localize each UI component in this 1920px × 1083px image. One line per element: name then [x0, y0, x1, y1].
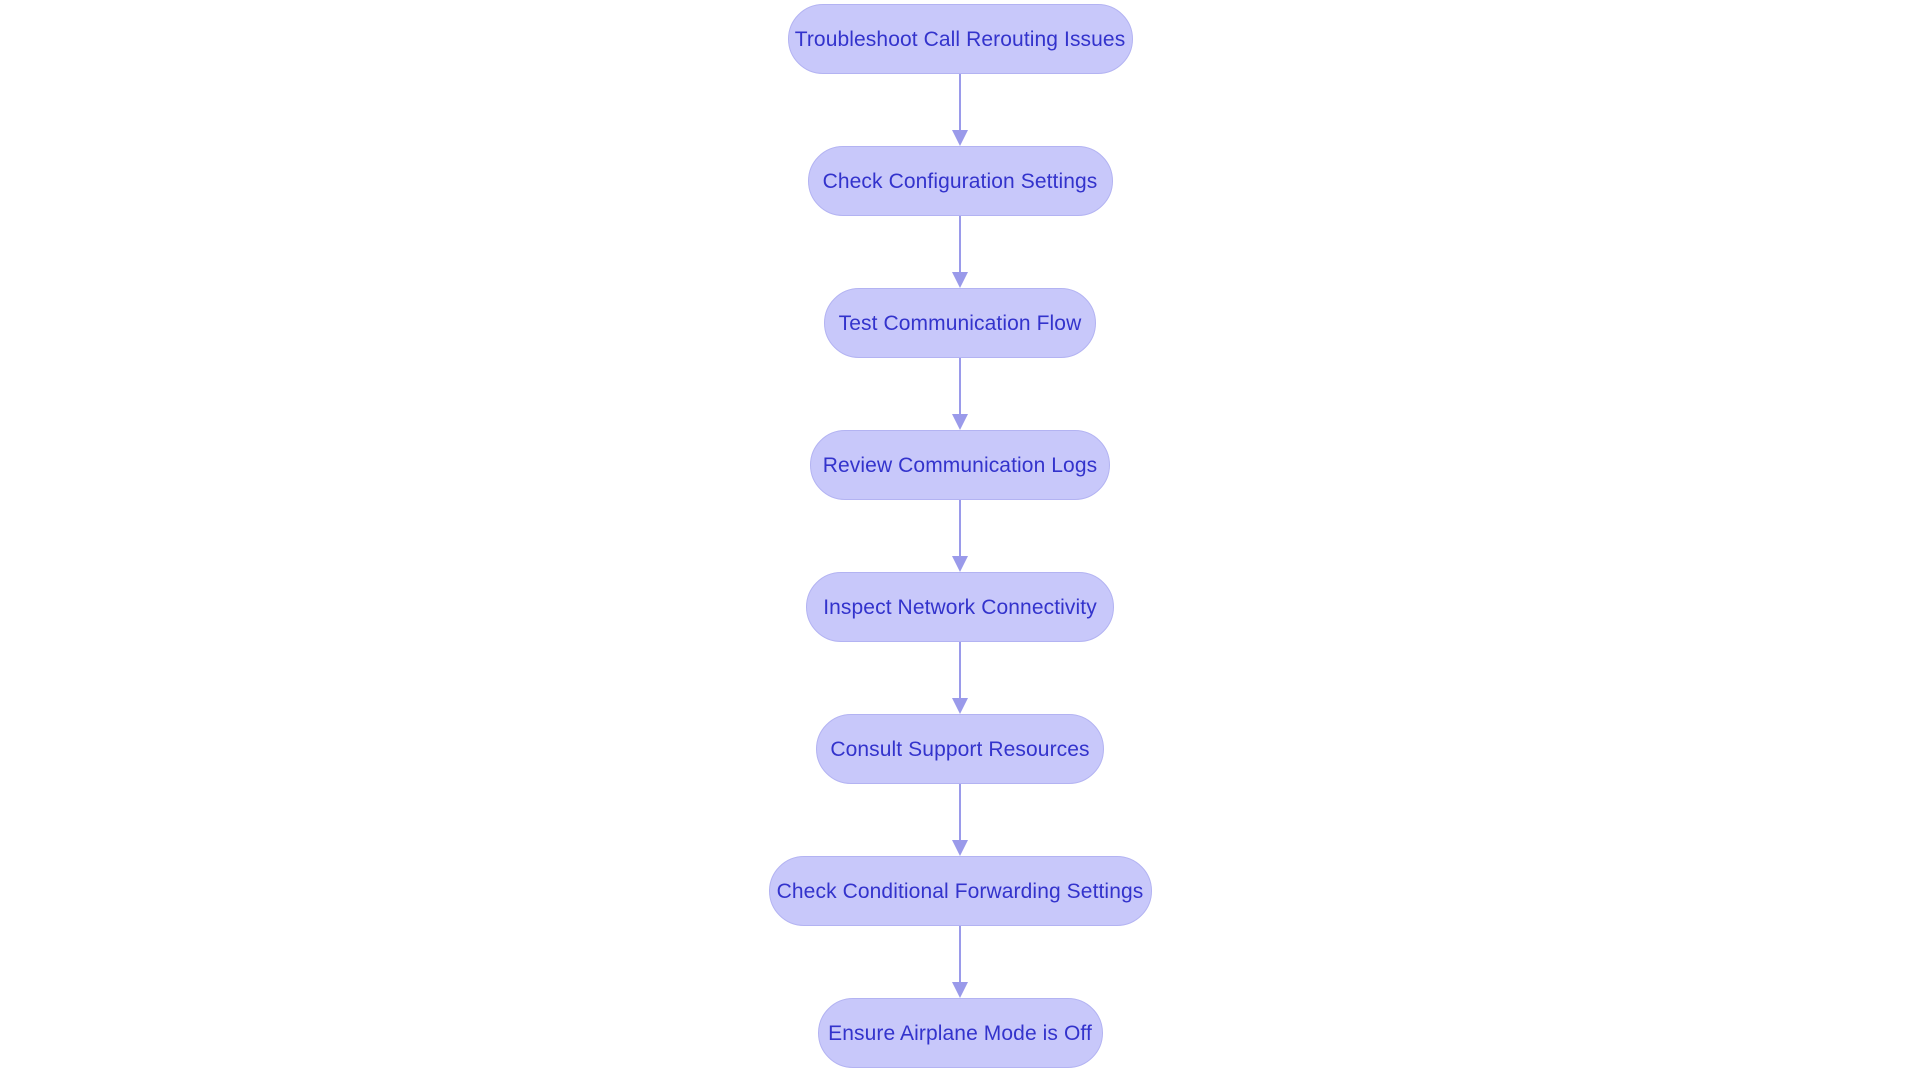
flow-edge-n7-to-n8 [948, 926, 972, 998]
arrow-down-icon [952, 982, 968, 998]
edge-line [959, 74, 961, 134]
flow-node-n2[interactable]: Check Configuration Settings [807, 146, 1113, 216]
flow-node-n3[interactable]: Test Communication Flow [824, 288, 1096, 358]
flow-node-label: Inspect Network Connectivity [823, 595, 1097, 619]
flow-node-label: Review Communication Logs [822, 453, 1098, 477]
arrow-down-icon [952, 840, 968, 856]
flow-node-label: Check Conditional Forwarding Settings [776, 879, 1144, 903]
arrow-down-icon [952, 272, 968, 288]
flow-edge-n4-to-n5 [948, 500, 972, 572]
flow-node-n1[interactable]: Troubleshoot Call Rerouting Issues [787, 4, 1133, 74]
flow-node-n4[interactable]: Review Communication Logs [810, 430, 1110, 500]
edge-line [959, 642, 961, 702]
edge-line [959, 926, 961, 986]
arrow-down-icon [952, 698, 968, 714]
flow-edge-n5-to-n6 [948, 642, 972, 714]
flow-node-label: Troubleshoot Call Rerouting Issues [794, 27, 1126, 51]
flow-node-label: Check Configuration Settings [822, 169, 1098, 193]
flow-node-label: Ensure Airplane Mode is Off [828, 1021, 1092, 1045]
flow-node-n6[interactable]: Consult Support Resources [816, 714, 1104, 784]
flow-edge-n6-to-n7 [948, 784, 972, 856]
edge-line [959, 784, 961, 844]
flow-node-n7[interactable]: Check Conditional Forwarding Settings [768, 856, 1152, 926]
arrow-down-icon [952, 414, 968, 430]
edge-line [959, 358, 961, 418]
flow-node-n5[interactable]: Inspect Network Connectivity [806, 572, 1114, 642]
flow-edge-n1-to-n2 [948, 74, 972, 146]
edge-line [959, 500, 961, 560]
flow-edge-n3-to-n4 [948, 358, 972, 430]
flow-node-label: Test Communication Flow [838, 311, 1082, 335]
edge-line [959, 216, 961, 276]
arrow-down-icon [952, 556, 968, 572]
flow-node-n8[interactable]: Ensure Airplane Mode is Off [817, 998, 1103, 1068]
flow-edge-n2-to-n3 [948, 216, 972, 288]
flow-node-label: Consult Support Resources [830, 737, 1090, 761]
arrow-down-icon [952, 130, 968, 146]
